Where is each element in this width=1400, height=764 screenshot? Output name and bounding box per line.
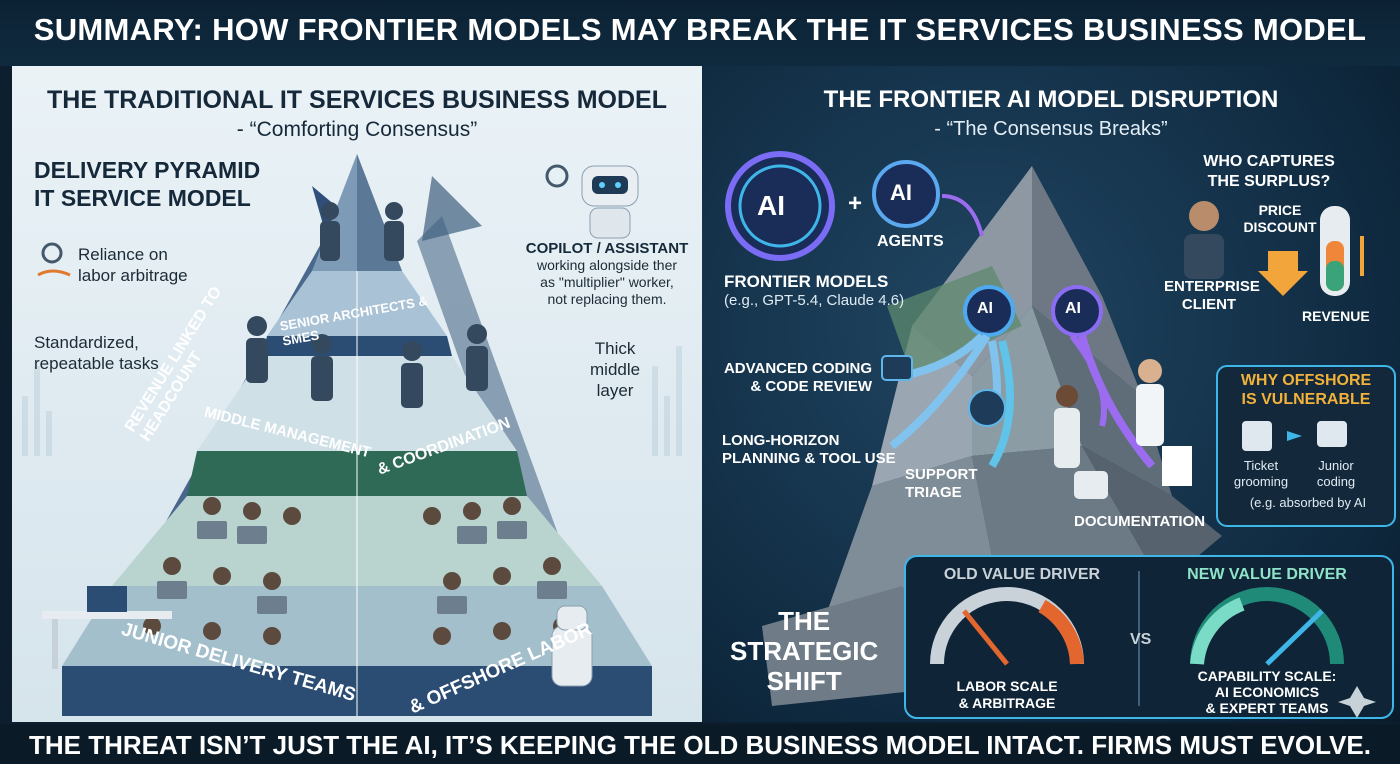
pyramid-illustration: [22, 154, 682, 716]
frontier-disruption-title: THE FRONTIER AI MODEL DISRUPTION: [823, 86, 1279, 113]
old-value-driver-desc: LABOR SCALE & ARBITRAGE: [956, 678, 1058, 711]
frontier-disruption-panel: THE FRONTIER AI MODEL DISRUPTION - “The …: [702, 66, 1400, 722]
offshore-vulnerable-title: WHY OFFSHORE IS VULNERABLE: [1240, 372, 1372, 408]
traditional-model-title: THE TRADITIONAL IT SERVICES BUSINESS MOD…: [47, 86, 667, 114]
traditional-model-subtitle: - “Comforting Consensus”: [236, 118, 478, 141]
strategic-shift-label: THE STRATEGIC SHIFT: [730, 606, 879, 696]
disruption-illustration: [725, 151, 1396, 719]
bottom-banner: THE THREAT ISN’T JUST THE AI, IT’S KEEPI…: [0, 724, 1400, 764]
frontier-disruption-subtitle: - “The Consensus Breaks”: [934, 118, 1168, 140]
top-banner: SUMMARY: HOW FRONTIER MODELS MAY BREAK T…: [0, 0, 1400, 66]
revenue-label: REVENUE: [1302, 308, 1370, 324]
delivery-pyramid-title: DELIVERY PYRAMID IT SERVICE MODEL: [34, 157, 261, 211]
junior-coding-label: Junior coding: [1316, 458, 1356, 489]
labor-arbitrage-note: Reliance on labor arbitrage: [78, 245, 188, 285]
ticket-grooming-label: Ticket grooming: [1233, 458, 1289, 489]
agents-label: AGENTS: [877, 233, 944, 250]
conclusion-text: THE THREAT ISN’T JUST THE AI, IT’S KEEPI…: [29, 730, 1371, 760]
ai-brain-icon: AI: [757, 190, 785, 221]
new-value-driver-title: NEW VALUE DRIVER: [1187, 566, 1347, 583]
ai-node-blue-icon: AI: [977, 300, 993, 317]
traditional-model-panel: THE TRADITIONAL IT SERVICES BUSINESS MOD…: [12, 66, 702, 722]
old-value-driver-title: OLD VALUE DRIVER: [943, 566, 1101, 583]
surplus-question: WHO CAPTURES THE SURPLUS?: [1203, 153, 1335, 190]
copilot-callout: COPILOT / ASSISTANT working alongside th…: [525, 240, 689, 307]
plus-sign: +: [848, 190, 863, 217]
absorbed-note: (e.g. absorbed by AI: [1249, 495, 1367, 510]
advanced-coding-label: ADVANCED CODING & CODE REVIEW: [723, 360, 872, 395]
frontier-models-label: FRONTIER MODELS (e.g., GPT-5.4, Claude 4…: [724, 272, 905, 309]
price-discount-label: PRICE DISCOUNT: [1243, 202, 1317, 235]
gear-icon: [34, 241, 74, 290]
support-triage-label: SUPPORT TRIAGE: [905, 466, 978, 501]
standardized-tasks-note: Standardized, repeatable tasks: [34, 333, 159, 373]
versus-label: VS: [1130, 631, 1152, 648]
long-horizon-label: LONG-HORIZON PLANNING & TOOL USE: [722, 432, 896, 467]
page-title: SUMMARY: HOW FRONTIER MODELS MAY BREAK T…: [33, 12, 1367, 47]
new-value-driver-desc: CAPABILITY SCALE: AI ECONOMICS & EXPERT …: [1197, 668, 1337, 716]
ai-node-purple-icon: AI: [1065, 300, 1081, 317]
thick-middle-note: Thick middle layer: [590, 339, 641, 400]
documentation-label: DOCUMENTATION: [1074, 513, 1206, 530]
agent-brain-icon: AI: [890, 180, 912, 205]
enterprise-client-label: ENTERPRISE CLIENT: [1164, 278, 1260, 313]
